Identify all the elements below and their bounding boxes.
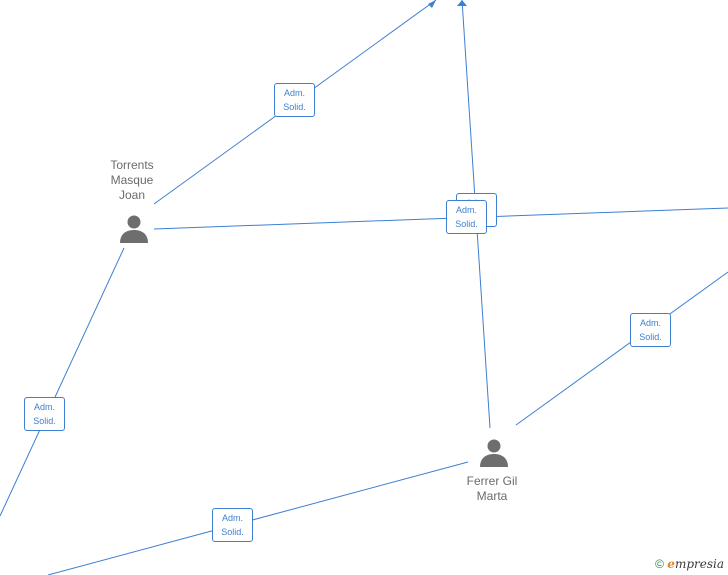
- edge-ferrer-bottom-left: [47, 461, 469, 575]
- edge-torrents-bottom-left: [0, 247, 125, 517]
- relation-badge[interactable]: Adm. Solid.: [274, 83, 315, 117]
- arrowhead-top-right: [457, 0, 467, 6]
- edge-torrents-right: [153, 207, 728, 230]
- person-icon[interactable]: [118, 214, 150, 244]
- person-label-ferrer: Ferrer Gil Marta: [466, 474, 518, 503]
- relation-badge[interactable]: Adm. Solid.: [24, 397, 65, 431]
- arrowhead-top-left: [428, 0, 436, 8]
- person-label-torrents: Torrents Masque Joan: [110, 158, 154, 202]
- person-icon[interactable]: [478, 438, 510, 468]
- relation-badge[interactable]: Adm. Solid.: [630, 313, 671, 347]
- empresia-watermark: © empresia: [655, 557, 724, 571]
- relation-badge[interactable]: Adm. Solid.: [212, 508, 253, 542]
- edge-ferrer-right: [515, 271, 728, 426]
- brand-name: empresia: [667, 557, 724, 571]
- relation-badge[interactable]: Adm. Solid.: [446, 200, 487, 234]
- copyright-symbol: ©: [655, 557, 664, 571]
